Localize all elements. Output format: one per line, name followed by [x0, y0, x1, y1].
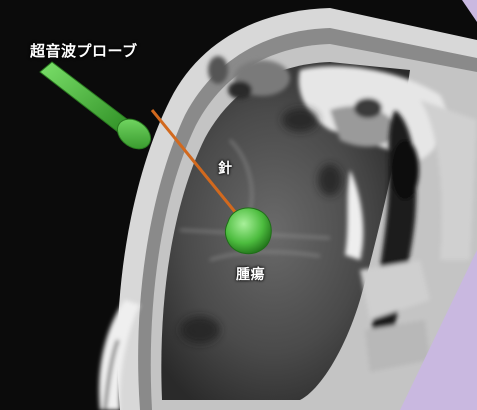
tumor-marker	[225, 208, 271, 254]
needle-label: 針	[218, 158, 233, 178]
tumor-label: 腫瘍	[236, 264, 265, 284]
probe-label: 超音波プローブ	[30, 40, 138, 61]
